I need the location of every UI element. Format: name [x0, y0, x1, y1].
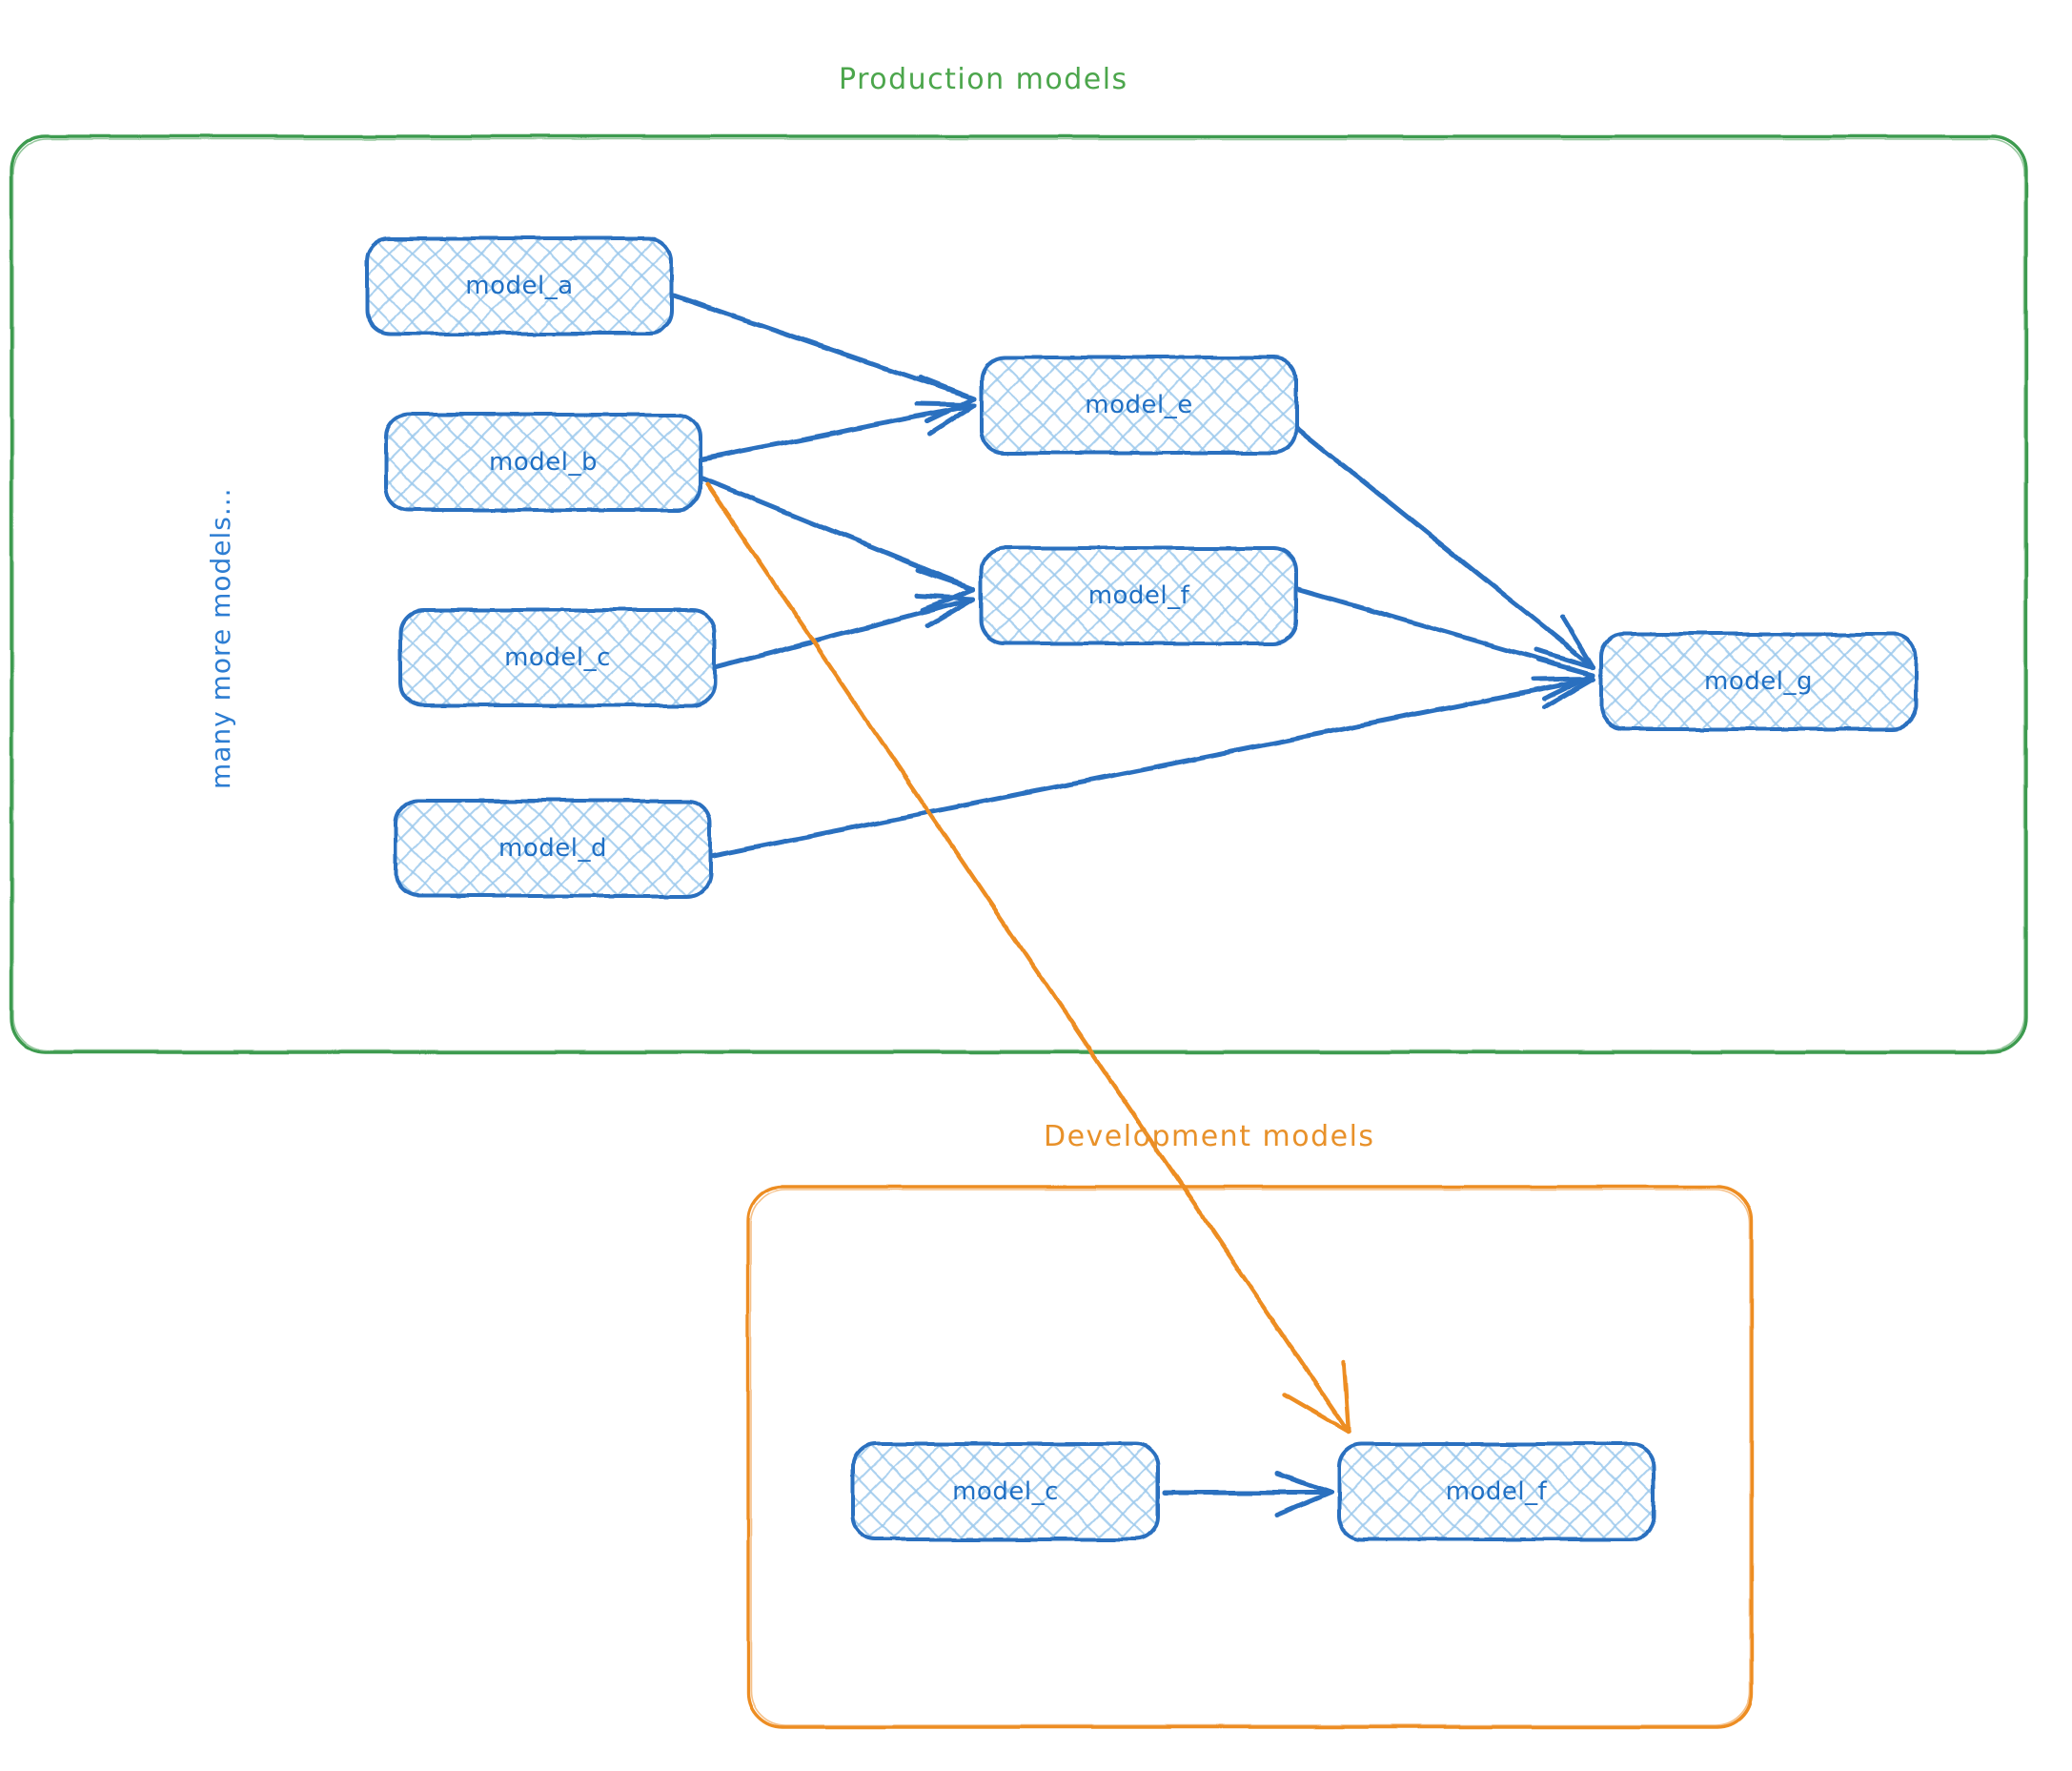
node-label: model_a — [465, 272, 574, 300]
edge-prodb-to-devf — [704, 481, 1351, 1435]
node-prod-model-c[interactable]: model_c — [400, 610, 715, 705]
node-prod-model-f[interactable]: model_f — [982, 548, 1296, 643]
node-shape-prod-model-g — [1599, 632, 1918, 731]
node-shape-layer — [365, 236, 1918, 1541]
group-production-border — [10, 134, 2028, 1054]
production-group-title: Production models — [839, 63, 1128, 96]
node-dev-model-f[interactable]: model_f — [1339, 1444, 1654, 1539]
node-prod-model-d[interactable]: model_d — [396, 801, 710, 896]
node-prod-model-e[interactable]: model_e — [982, 357, 1296, 453]
node-shape-prod-model-c — [398, 608, 717, 707]
edge-d-to-g — [710, 676, 1596, 859]
node-shape-prod-model-a — [365, 236, 674, 336]
node-shape-dev-model-c — [851, 1442, 1160, 1541]
node-shape-prod-model-b — [384, 413, 702, 512]
node-label: model_c — [504, 643, 611, 672]
node-prod-model-g[interactable]: model_g — [1601, 634, 1916, 729]
node-label: model_b — [489, 448, 598, 477]
node-prod-model-b[interactable]: model_b — [386, 415, 701, 510]
edge-c-to-f — [714, 593, 977, 670]
node-label: model_d — [498, 834, 607, 863]
node-shape-prod-model-f — [980, 546, 1298, 645]
edge-e-to-g — [1295, 426, 1596, 670]
edge-layer — [671, 293, 1596, 1518]
node-label: model_e — [1085, 391, 1193, 419]
edge-b-to-f — [700, 476, 977, 613]
edge-devc-to-devf — [1162, 1471, 1334, 1518]
development-group-title: Development models — [1044, 1120, 1375, 1153]
edge-b-to-e — [700, 401, 977, 462]
edge-f-to-g — [1295, 586, 1596, 702]
node-prod-model-a[interactable]: model_a — [367, 238, 672, 334]
node-label: model_f — [1087, 581, 1190, 610]
node-label: model_c — [952, 1477, 1059, 1506]
node-dev-model-c[interactable]: model_c — [853, 1444, 1158, 1539]
node-label: model_f — [1445, 1477, 1548, 1506]
node-shape-prod-model-e — [980, 356, 1298, 455]
node-shape-prod-model-d — [394, 799, 712, 898]
node-shape-dev-model-f — [1337, 1442, 1656, 1541]
many-more-models-note: many more models... — [205, 487, 236, 789]
node-label: model_g — [1704, 667, 1813, 696]
group-development-border — [746, 1185, 1754, 1729]
